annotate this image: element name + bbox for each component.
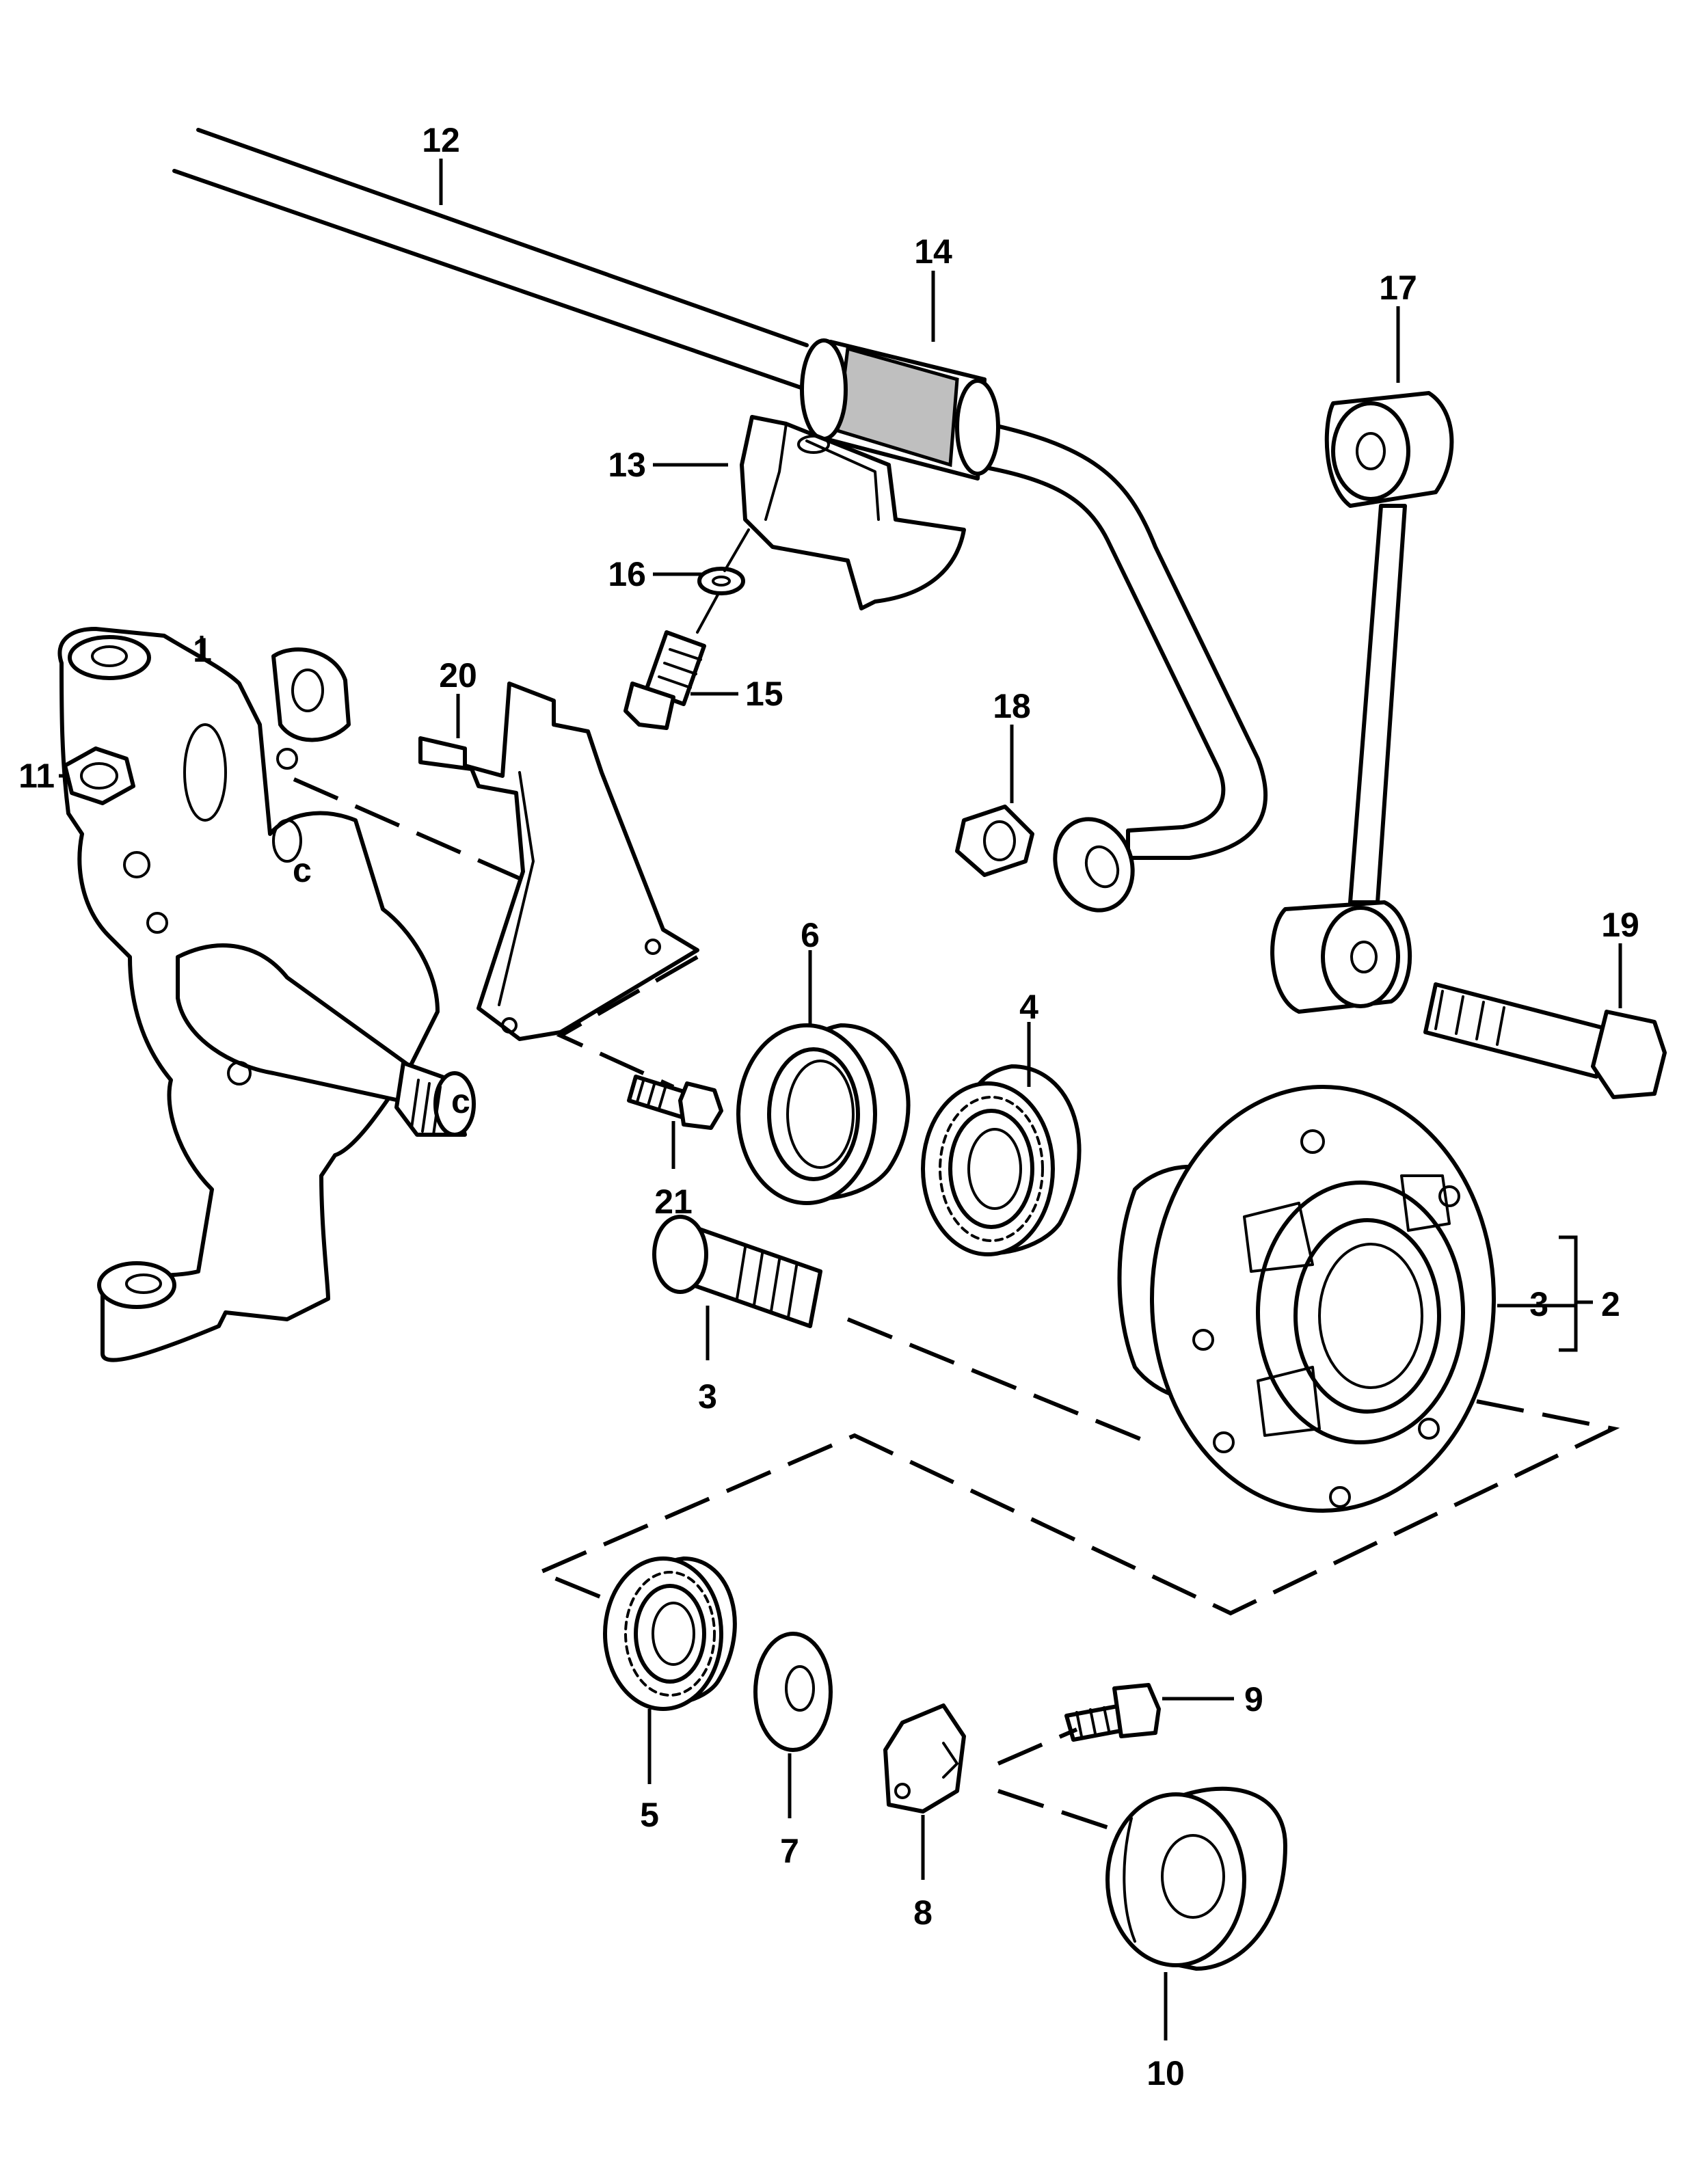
callout-15: 15	[745, 675, 783, 713]
knuckle-marking: c	[293, 851, 312, 889]
callout-6: 6	[801, 916, 820, 954]
rubber-sleeve	[800, 338, 1000, 481]
callout-3-stud: 3	[698, 1377, 717, 1416]
callout-16: 16	[608, 555, 646, 593]
wheel-stud	[652, 1215, 822, 1328]
grease-cap	[1105, 1786, 1287, 1971]
callout-5: 5	[640, 1796, 659, 1834]
leader-lines	[59, 159, 1622, 2040]
callout-8: 8	[913, 1893, 933, 1932]
nut-11	[63, 746, 135, 805]
callout-21: 21	[654, 1183, 693, 1221]
callout-2: 2	[1601, 1285, 1620, 1323]
bearing-4	[921, 1064, 1082, 1256]
callout-18: 18	[993, 687, 1031, 725]
bearing-5	[603, 1556, 737, 1711]
callout-3-hub: 3	[1529, 1285, 1548, 1323]
callout-labels: 1 2 3 3 4 5 6 7 8 9 10 11 12 13 14 15 16…	[18, 121, 1639, 2092]
callout-12: 12	[422, 121, 460, 159]
nut-18	[955, 805, 1034, 877]
steering-knuckle: c c	[57, 627, 476, 1362]
callout-20: 20	[439, 656, 477, 695]
callout-1: 1	[193, 631, 212, 669]
splash-shield	[418, 682, 699, 1041]
seal-6	[736, 1023, 911, 1205]
bolt-15	[623, 630, 706, 730]
spindle-marking: c	[451, 1082, 470, 1120]
callout-10: 10	[1146, 2054, 1185, 2092]
assembly-lines	[293, 528, 1620, 1834]
callout-17: 17	[1379, 269, 1417, 307]
stabilizer-bar	[172, 128, 1268, 913]
callout-9: 9	[1244, 1680, 1263, 1718]
callout-14: 14	[914, 232, 952, 271]
callout-11: 11	[18, 757, 55, 795]
thrust-washer	[753, 1632, 833, 1752]
wheel-hub	[1117, 1085, 1496, 1513]
callout-7: 7	[780, 1832, 799, 1870]
clamping-nut	[883, 1703, 966, 1814]
stabilizer-bracket	[740, 415, 966, 610]
callout-13: 13	[608, 446, 646, 484]
callout-19: 19	[1601, 906, 1639, 944]
coupling-link	[1270, 391, 1454, 1014]
washer-16	[697, 567, 745, 595]
cap-screw	[1064, 1683, 1161, 1742]
bolt-19	[1423, 982, 1667, 1099]
callout-4: 4	[1019, 988, 1038, 1026]
screw-21	[627, 1075, 723, 1130]
